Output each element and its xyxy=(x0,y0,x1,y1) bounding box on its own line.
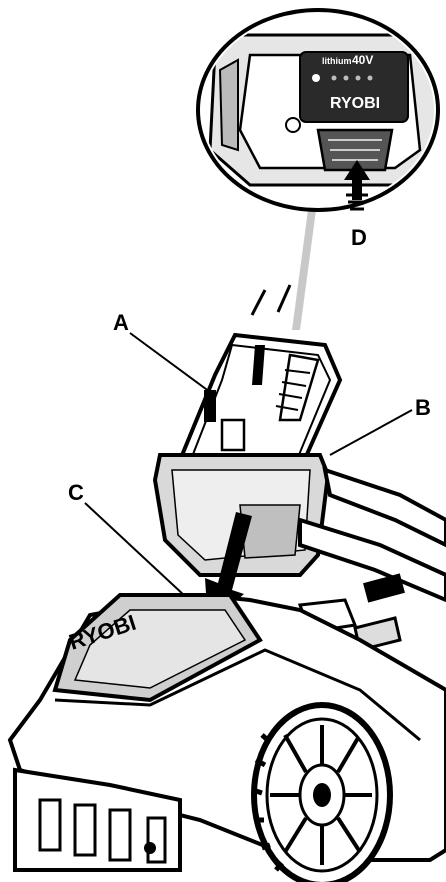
callout-leader-b xyxy=(329,409,413,456)
push-arrow-d xyxy=(344,160,370,211)
callout-label-b: B xyxy=(415,395,431,420)
charge-level-leds xyxy=(312,74,373,82)
motion-lines xyxy=(250,284,292,316)
callout-leader-a xyxy=(129,332,211,393)
battery-badge-voltage: 40V xyxy=(352,53,373,67)
battery-badge-small: lithium xyxy=(322,56,352,66)
battery-brand-inset: RYOBI xyxy=(330,95,380,112)
callout-label-c: C xyxy=(68,480,84,505)
mower-wheel xyxy=(251,702,393,882)
gauge-panel xyxy=(299,51,409,123)
inset-light-cone xyxy=(292,195,318,330)
magnified-inset: lithium 40V RYOBI xyxy=(196,8,440,330)
callout-label-a: A xyxy=(113,310,129,335)
callout-leader-c xyxy=(84,502,201,611)
lawn-mower: RYOBI xyxy=(7,467,446,882)
callout-label-d: D xyxy=(351,225,367,250)
